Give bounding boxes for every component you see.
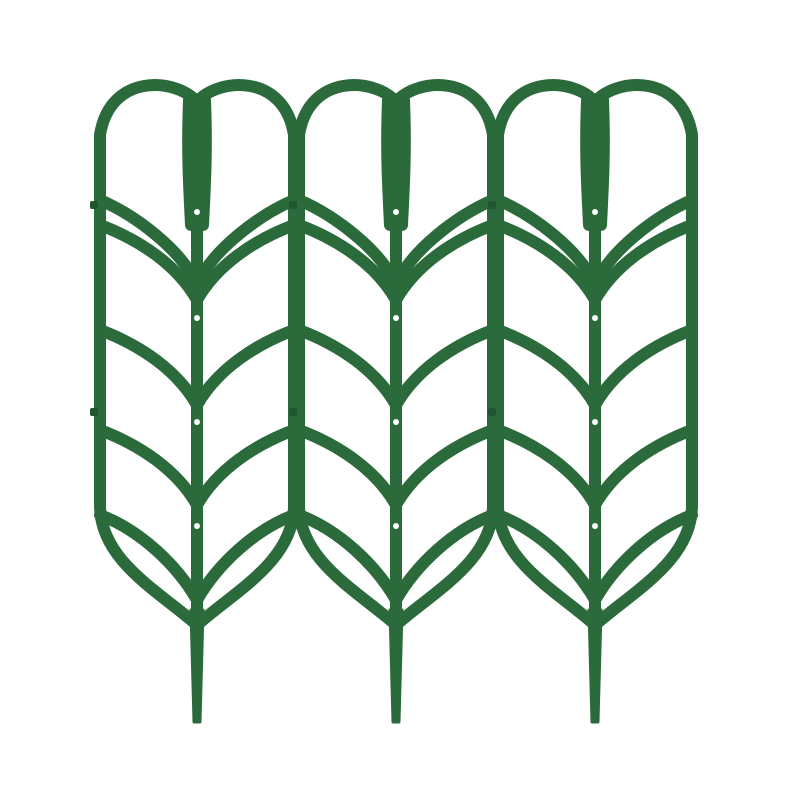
side-connector-clip xyxy=(289,201,297,209)
leaf-vein-left xyxy=(293,424,402,511)
side-connector-clip xyxy=(488,408,496,416)
spine-hole xyxy=(194,419,200,425)
leaf-vein-right xyxy=(191,324,300,411)
spine-hole xyxy=(393,523,399,529)
leaf-vein-right xyxy=(589,219,698,306)
ground-stake xyxy=(587,608,603,724)
leaf-vein-right xyxy=(589,509,698,606)
leaf-vein-right xyxy=(589,424,698,511)
spine-hole xyxy=(592,419,598,425)
leaf-vein-right xyxy=(191,509,300,606)
top-lobe-right-bottom xyxy=(589,194,698,291)
center-tab xyxy=(187,98,207,227)
leaf-vein-left xyxy=(293,219,402,306)
side-connector-clip xyxy=(90,408,98,416)
leaf-vein-right xyxy=(390,219,499,306)
leaf-vein-left xyxy=(492,324,601,411)
ground-stake xyxy=(388,608,404,724)
panel-left xyxy=(94,79,300,724)
center-tab xyxy=(585,98,605,227)
panel-right xyxy=(492,79,698,724)
side-connector-clip xyxy=(289,408,297,416)
leaf-vein-left xyxy=(94,219,203,306)
spine-hole xyxy=(194,523,200,529)
leaf-vein-left xyxy=(492,509,601,606)
top-lobe-right-bottom xyxy=(390,194,499,291)
spine-hole xyxy=(592,209,598,215)
leaf-vein-left xyxy=(492,219,601,306)
spine-hole xyxy=(194,315,200,321)
spine-hole xyxy=(393,315,399,321)
side-connector-clip xyxy=(488,201,496,209)
leaf-vein-right xyxy=(390,424,499,511)
leaf-vein-right xyxy=(390,509,499,606)
leaf-vein-right xyxy=(191,219,300,306)
spine-hole xyxy=(592,523,598,529)
spine-hole xyxy=(592,315,598,321)
leaf-vein-left xyxy=(94,509,203,606)
top-lobe-left-bottom xyxy=(293,194,402,291)
side-connector-clip xyxy=(90,201,98,209)
leaf-vein-right xyxy=(589,324,698,411)
leaf-vein-left xyxy=(293,324,402,411)
leaf-vein-left xyxy=(94,424,203,511)
leaf-vein-left xyxy=(293,509,402,606)
spine-hole xyxy=(194,209,200,215)
spine-hole xyxy=(393,209,399,215)
leaf-vein-left xyxy=(94,324,203,411)
leaf-vein-left xyxy=(492,424,601,511)
top-lobe-left-bottom xyxy=(94,194,203,291)
center-tab xyxy=(386,98,406,227)
panel-middle xyxy=(293,79,499,724)
top-lobe-left-bottom xyxy=(492,194,601,291)
ground-stake xyxy=(189,608,205,724)
leaf-vein-right xyxy=(191,424,300,511)
top-lobe-right-bottom xyxy=(191,194,300,291)
spine-hole xyxy=(393,419,399,425)
leaf-vein-right xyxy=(390,324,499,411)
